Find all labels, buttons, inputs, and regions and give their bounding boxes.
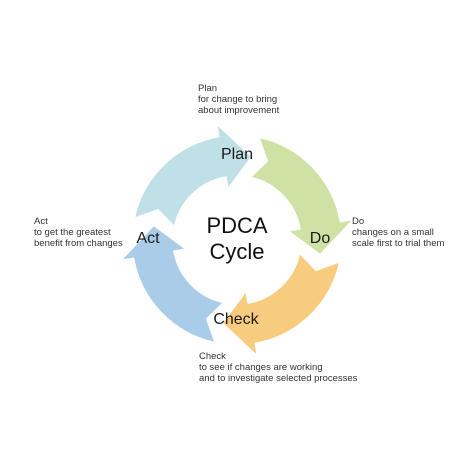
check-note-heading: Check xyxy=(199,351,226,362)
check-segment-arrow xyxy=(249,136,354,256)
do-note-line: changes on a small xyxy=(352,227,434,238)
plan-note-line: for change to bring xyxy=(198,94,278,105)
act-segment-arrow xyxy=(221,252,341,357)
do-description: Do changes on a small scale first to tri… xyxy=(352,216,444,249)
act-note-heading: Act xyxy=(34,216,48,227)
act-label: Act xyxy=(136,230,160,247)
act-note-line: benefit from changes xyxy=(34,238,123,249)
do-segment-arrow xyxy=(133,123,253,228)
check-description: Check to see if changes are working and … xyxy=(199,351,357,384)
plan-label: Plan xyxy=(221,146,253,163)
plan-description: Plan for change to bring about improveme… xyxy=(198,83,279,116)
do-note-line: scale first to trial them xyxy=(352,238,445,249)
plan-note-line: about improvement xyxy=(198,105,280,116)
do-label: Do xyxy=(310,230,331,247)
check-note-line: to see if changes are working xyxy=(199,362,323,373)
plan-note-heading: Plan xyxy=(198,83,218,94)
plan-segment-arrow xyxy=(120,224,225,344)
act-description: Act to get the greatest benefit from cha… xyxy=(34,216,123,249)
check-label: Check xyxy=(213,311,259,328)
do-note-heading: Do xyxy=(352,216,365,227)
act-note-line: to get the greatest xyxy=(34,227,111,238)
check-note-line: and to investigate selected processes xyxy=(199,373,358,384)
center-title-line1: PDCA xyxy=(206,213,267,238)
center-title-line2: Cycle xyxy=(209,239,264,264)
